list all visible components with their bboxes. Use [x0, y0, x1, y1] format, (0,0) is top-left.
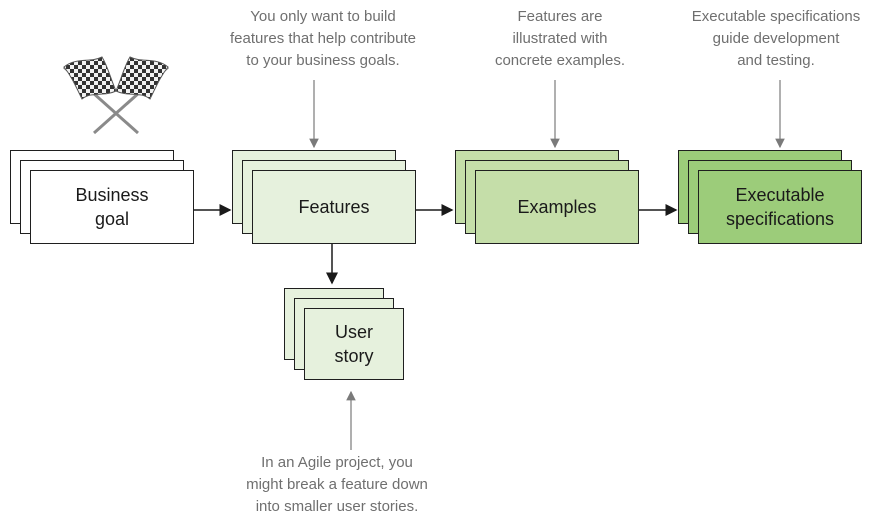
examples-box: Examples — [475, 170, 639, 244]
user-story-stack: User story — [284, 288, 404, 380]
user-story-box: User story — [304, 308, 404, 380]
executable-specifications-box: Executable specifications — [698, 170, 862, 244]
business-goal-stack: Business goal — [10, 150, 194, 244]
user-story-annotation: In an Agile project, you might break a f… — [246, 454, 428, 515]
business-goal-box: Business goal — [30, 170, 194, 244]
features-annotation: You only want to build features that hel… — [230, 8, 416, 69]
features-box: Features — [252, 170, 416, 244]
examples-annotation: Features are illustrated with concrete e… — [494, 8, 626, 69]
examples-stack: Examples — [455, 150, 639, 244]
checkered-flags-icon — [46, 53, 186, 138]
features-stack: Features — [232, 150, 416, 244]
executable-specifications-stack: Executable specifications — [678, 150, 862, 244]
specs-annotation: Executable specifications guide developm… — [691, 8, 861, 69]
